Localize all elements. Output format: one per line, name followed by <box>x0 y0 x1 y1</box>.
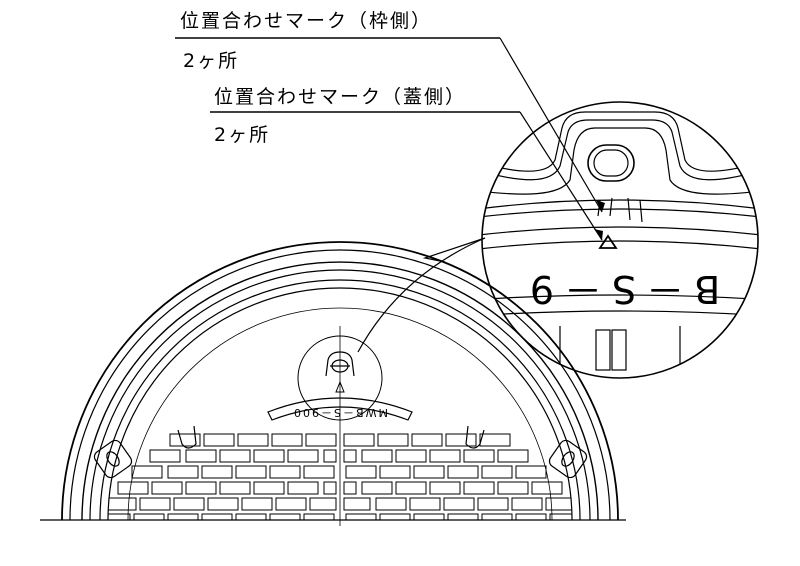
lid-mark-title: 位置合わせマーク（蓋側） <box>214 86 467 108</box>
detail-magnified-view: B－S－9 <box>481 101 759 379</box>
tread-grid <box>108 433 572 520</box>
leader-lines <box>175 37 605 241</box>
frame-mark-title: 位置合わせマーク（枠側） <box>180 10 433 32</box>
frame-mark-count: 2ヶ所 <box>183 50 240 72</box>
manhole-cover <box>40 241 626 526</box>
engraving-plate <box>267 397 413 421</box>
hinge-lug-left <box>93 439 133 479</box>
lid-mark-count: 2ヶ所 <box>214 124 271 146</box>
cover-engraving-text: MWB－S－900 <box>292 406 388 419</box>
magnifier-circle <box>297 335 383 421</box>
hinge-lug-right <box>548 439 588 479</box>
detail-engraving-text: B－S－9 <box>520 267 720 311</box>
detail-connector-arc <box>357 237 486 353</box>
